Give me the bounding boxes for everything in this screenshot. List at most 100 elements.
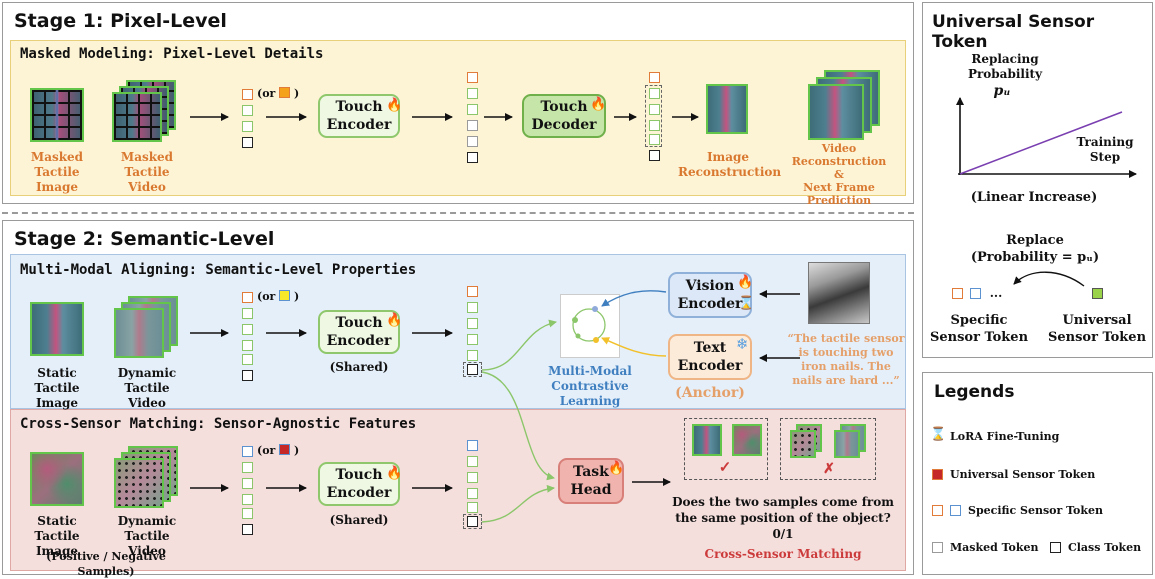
token [242, 354, 253, 365]
masked-token [932, 542, 943, 553]
token [467, 350, 478, 361]
text-quote: “The tactile sensor is touching two iron… [787, 332, 905, 387]
ust-x-label: Training Step [1076, 135, 1134, 164]
class-token [242, 524, 253, 535]
stage1-title: Stage 1: Pixel-Level [14, 10, 227, 32]
anchor-label: (Anchor) [675, 385, 745, 401]
class-token [1050, 542, 1061, 553]
match-subtitle: Cross-Sensor Matching: Sensor-Agnostic F… [20, 416, 417, 432]
negative-sample-b-front [834, 430, 860, 458]
universal-sensor-token [932, 469, 943, 480]
class-token-highlight [463, 362, 482, 377]
shared-label-align: (Shared) [329, 360, 389, 374]
ust-replace-label: Replace (Probability = pᵤ) [970, 233, 1100, 265]
masked-image-label: Masked Tactile Image [30, 150, 84, 194]
token [649, 104, 660, 115]
class-token [242, 370, 253, 381]
cross-sensor-matching-label: Cross-Sensor Matching [704, 547, 862, 561]
dynamic-video-label-match: Dynamic Tactile Video [117, 514, 177, 558]
ust-caption: (Linear Increase) [970, 190, 1098, 205]
specific-sensor-token [970, 288, 981, 299]
specific-sensor-token [932, 505, 943, 516]
universal-sensor-token [279, 290, 291, 301]
ust-dots: ... [989, 286, 1003, 300]
dashed-token-group [645, 85, 662, 147]
contrastive-diagram [560, 294, 620, 358]
shared-label-match: (Shared) [329, 513, 389, 527]
specific-sensor-token [467, 440, 478, 451]
positive-sample-a [692, 424, 722, 456]
token [242, 340, 253, 351]
ust-universal-label: Universal Sensor Token [1047, 313, 1147, 345]
positive-sample-b [732, 424, 762, 456]
flame-icon: 🔥 [386, 98, 403, 113]
legend-title: Legends [934, 382, 1015, 402]
flame-icon: 🔥 [386, 313, 403, 328]
token [649, 88, 660, 99]
negative-sample-a-front [790, 430, 816, 458]
positive-sample-box [684, 418, 768, 480]
token [242, 508, 253, 519]
ust-specific-label: Specific Sensor Token [929, 313, 1029, 345]
specific-sensor-token [952, 288, 963, 299]
flame-icon: 🔥 [386, 466, 403, 481]
legend-masked: Masked Token [950, 541, 1039, 554]
or-note: (or ) [257, 444, 300, 457]
token [242, 494, 253, 505]
masked-token [467, 120, 478, 131]
specific-sensor-token [242, 446, 253, 457]
vision-photo [808, 262, 870, 324]
token [467, 456, 478, 467]
check-mark: ✓ [718, 458, 732, 476]
token [242, 478, 253, 489]
dynamic-video-label: Dynamic Tactile Video [117, 366, 177, 410]
token [467, 302, 478, 313]
specific-sensor-token [950, 505, 961, 516]
token [467, 488, 478, 499]
ust-title: Universal Sensor Token [932, 12, 1095, 52]
legend-specific: Specific Sensor Token [968, 504, 1104, 517]
image-reconstruction-label: Image Reconstruction [678, 150, 782, 179]
token [467, 104, 478, 115]
masked-video-label: Masked Tactile Video [120, 150, 174, 194]
token [649, 134, 660, 145]
reconstructed-image [706, 84, 748, 134]
token [467, 318, 478, 329]
class-token [242, 137, 253, 148]
dynamic-video-frame-front [114, 308, 164, 358]
legend-panel [922, 372, 1153, 575]
flame-icon: 🔥 [737, 275, 754, 290]
stage1-subtitle: Masked Modeling: Pixel-Level Details [20, 46, 324, 62]
specific-sensor-token [649, 72, 660, 83]
specific-sensor-token [242, 292, 253, 303]
masked-token [467, 136, 478, 147]
ust-y-label: Replacing Probability [967, 52, 1043, 81]
stage-separator [2, 212, 914, 214]
universal-sensor-token [279, 444, 291, 455]
contrastive-label: Multi-Modal Contrastive Learning [548, 364, 632, 408]
masked-tactile-image [30, 88, 84, 142]
class-token [467, 516, 478, 527]
token [467, 502, 478, 513]
static-tactile-image-match [30, 452, 84, 506]
legend-lora: LoRA Fine-Tuning [950, 430, 1060, 443]
token [649, 120, 660, 131]
cross-mark: ✗ [823, 461, 835, 477]
video-reconstruction-label: Video Reconstruction & Next Frame Predic… [791, 142, 887, 207]
static-image-label: Static Tactile Image [34, 366, 80, 410]
or-note: (or ) [257, 87, 300, 100]
static-image-label-match: Static Tactile Image [34, 514, 80, 558]
flame-icon: 🔥 [608, 461, 625, 476]
token [242, 462, 253, 473]
hourglass-icon: ⌛ [738, 296, 755, 311]
class-token [467, 152, 478, 163]
specific-sensor-token [467, 286, 478, 297]
specific-sensor-token [242, 89, 253, 100]
masked-video-frame-front [112, 92, 162, 142]
